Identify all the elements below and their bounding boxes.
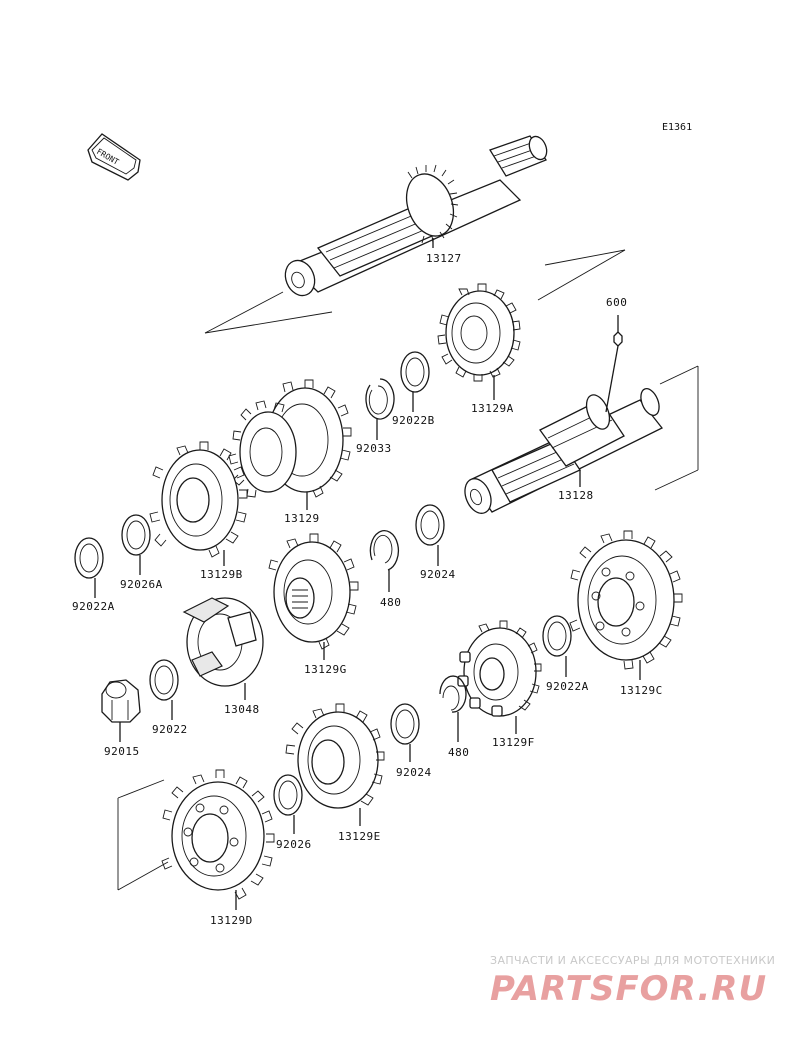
label-13129G: 13129G: [304, 663, 347, 676]
label-13129C: 13129C: [620, 684, 663, 697]
label-13129B: 13129B: [200, 568, 243, 581]
label-13129: 13129: [284, 512, 320, 525]
label-92022: 92022: [152, 723, 188, 736]
label-92022A-right: 92022A: [546, 680, 589, 693]
gear-13129E: [285, 703, 385, 826]
washer-92024-lower: [390, 703, 420, 762]
watermark-tagline: ЗАПЧАСТИ И АКСЕССУАРЫ ДЛЯ МОТОТЕХНИКИ: [490, 954, 775, 967]
circlip-480-lower: [439, 675, 467, 742]
washer-92022B: [400, 351, 430, 412]
circlip-92033: [365, 378, 395, 440]
watermark-logo: PARTSFOR.RU: [490, 969, 767, 1009]
label-92015: 92015: [104, 745, 140, 758]
diagram-code: E1361: [662, 122, 692, 133]
guide-lines-upper: [204, 249, 626, 334]
washer-92026A: [121, 514, 151, 575]
label-13129D: 13129D: [210, 914, 253, 927]
washer-92026: [273, 774, 303, 834]
guide-lines-lower: [654, 365, 699, 491]
guide-lines-bottom: [117, 779, 169, 891]
gear-13129F: [457, 620, 542, 734]
label-480-upper: 480: [380, 596, 401, 609]
washer-92022: [149, 659, 179, 720]
label-92024-lower: 92024: [396, 766, 432, 779]
label-13127: 13127: [426, 252, 462, 265]
label-13129E: 13129E: [338, 830, 381, 843]
label-92026A: 92026A: [120, 578, 163, 591]
label-92024-upper: 92024: [420, 568, 456, 581]
nut-92015: [101, 679, 141, 742]
watermark: ЗАПЧАСТИ И АКСЕССУАРЫ ДЛЯ МОТОТЕХНИКИ PA…: [490, 954, 775, 1009]
gear-13129: [228, 379, 352, 510]
gear-13129C: [569, 530, 683, 680]
gear-13129B: [149, 441, 248, 566]
label-92033: 92033: [356, 442, 392, 455]
label-13048: 13048: [224, 703, 260, 716]
label-600: 600: [606, 296, 627, 309]
gear-13129A: [437, 283, 521, 400]
label-92026: 92026: [276, 838, 312, 851]
label-480-lower: 480: [448, 746, 469, 759]
front-arrow-icon: FRONT: [87, 133, 141, 181]
circlip-480-upper: [369, 530, 400, 592]
washer-92024-upper: [415, 504, 445, 566]
washer-92022A-left: [74, 537, 104, 598]
label-13129F: 13129F: [492, 736, 535, 749]
label-92022B: 92022B: [392, 414, 435, 427]
ball-600: [605, 315, 623, 413]
dog-13048: [182, 597, 264, 700]
label-92022A-left: 92022A: [72, 600, 115, 613]
gear-13129D: [161, 769, 275, 910]
shaft-13127: [284, 135, 548, 297]
gear-13129G: [268, 533, 359, 660]
washer-92022A-right: [542, 615, 572, 677]
shaft-13128: [464, 388, 664, 514]
label-13128: 13128: [558, 489, 594, 502]
label-13129A: 13129A: [471, 402, 514, 415]
